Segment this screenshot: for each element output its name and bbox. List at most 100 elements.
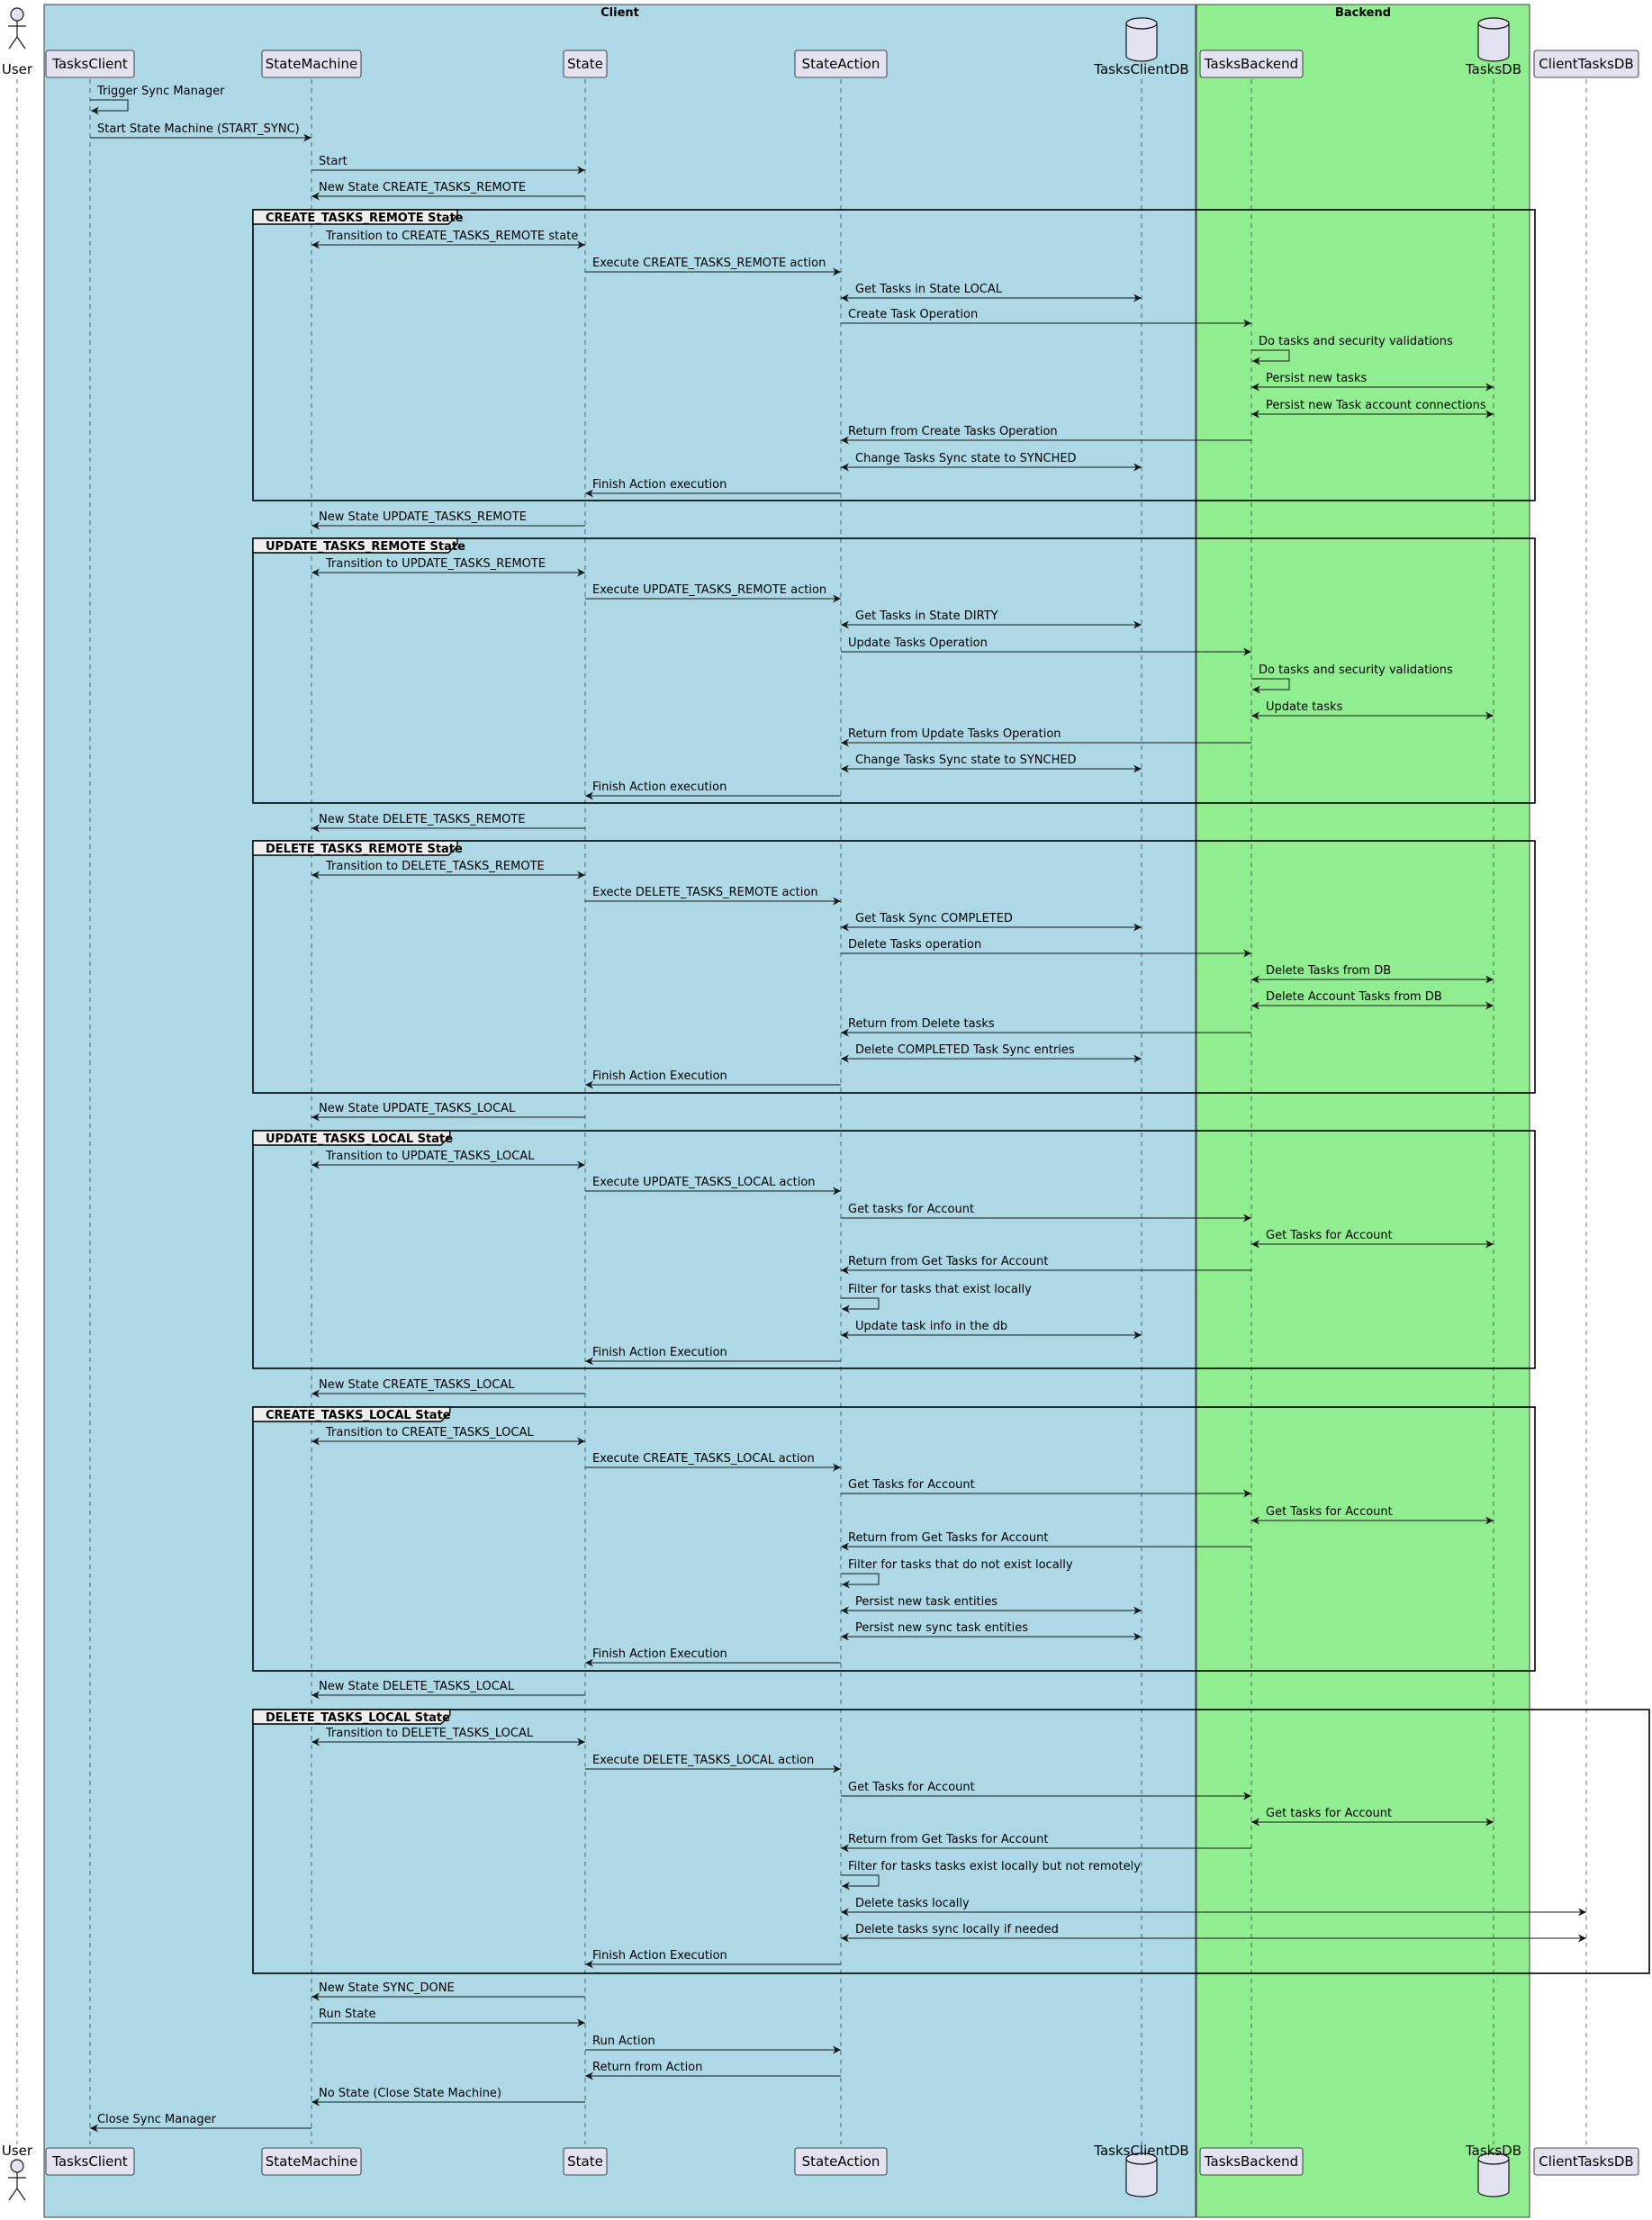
message: New State SYNC_DONE	[311, 1981, 585, 2001]
message: Update tasks	[1251, 700, 1494, 720]
group-tab	[252, 209, 458, 225]
participant-box-st	[563, 50, 608, 78]
message-label: Change Tasks Sync state to SYNCHED	[855, 452, 1077, 465]
message-label: Finish Action execution	[592, 781, 727, 794]
swimlane-box-client	[43, 4, 1196, 2218]
message: Transition to UPDATE_TASKS_LOCAL	[311, 1150, 585, 1169]
message-label: Finish Action Execution	[592, 1346, 727, 1359]
message: Execute DELETE_TASKS_LOCAL action	[585, 1754, 841, 1773]
message: Start State Machine (START_SYNC)	[90, 122, 311, 142]
group-border	[252, 537, 1536, 804]
participant-label-sm: StateMachine	[266, 56, 358, 72]
participant-label-ctdb: ClientTasksDB	[1539, 56, 1633, 72]
message-label: No State (Close State Machine)	[319, 2087, 501, 2100]
message: Execute UPDATE_TASKS_REMOTE action	[585, 583, 841, 603]
message-label: Transition to DELETE_TASKS_LOCAL	[325, 1727, 534, 1740]
message: Create Task Operation	[841, 308, 1251, 328]
participant-sa-top: StateAction	[794, 50, 888, 78]
participant-label-tc: TasksClient	[51, 2153, 128, 2170]
message: Transition to UPDATE_TASKS_REMOTE	[311, 557, 585, 577]
group-label: DELETE_TASKS_LOCAL State	[266, 1711, 450, 1725]
message-label: Delete Tasks operation	[848, 938, 981, 952]
message: Return from Get Tasks for Account	[841, 1833, 1251, 1853]
message-arrow	[841, 1297, 880, 1313]
message-label: Filter for tasks tasks exist locally but…	[848, 1860, 1141, 1873]
message: Change Tasks Sync state to SYNCHED	[841, 754, 1142, 773]
group-frame: UPDATE_TASKS_LOCAL State	[252, 1130, 1536, 1369]
participant-label-sa: StateAction	[802, 2153, 880, 2170]
message-label: Return from Action	[592, 2061, 702, 2074]
group-tab	[252, 1130, 451, 1146]
message-label: Get Tasks in State DIRTY	[855, 609, 998, 623]
participant-tb-bottom: TasksBackend	[1199, 2147, 1304, 2176]
participant-box-tb	[1199, 50, 1304, 78]
message: Update task info in the db	[841, 1320, 1142, 1340]
participant-label-sm: StateMachine	[266, 2153, 358, 2170]
participant-label-tb: TasksBackend	[1204, 56, 1298, 72]
group-border	[252, 209, 1536, 501]
database-icon	[1477, 17, 1510, 62]
database-icon	[1125, 17, 1158, 62]
message-label: Do tasks and security validations	[1259, 663, 1453, 677]
actor-leg-left-shape	[8, 2188, 18, 2201]
message-label: Persist new tasks	[1266, 372, 1367, 385]
database-icon	[1477, 2152, 1510, 2197]
participant-label-st: State	[567, 56, 603, 72]
message: Finish Action Execution	[585, 1647, 841, 1667]
message-label: Create Task Operation	[848, 308, 978, 321]
message: Trigger Sync Manager	[90, 85, 225, 115]
message: Return from Delete tasks	[841, 1017, 1251, 1037]
message: Delete Account Tasks from DB	[1251, 990, 1494, 1010]
group-frame: DELETE_TASKS_LOCAL State	[252, 1709, 1650, 1974]
message-label: Return from Get Tasks for Account	[848, 1833, 1048, 1846]
message: Delete tasks sync locally if needed	[841, 1923, 1586, 1943]
message: Execte DELETE_TASKS_REMOTE action	[585, 886, 841, 906]
group-border	[252, 1130, 1536, 1369]
message: Get Tasks for Account	[1251, 1505, 1494, 1525]
message: Return from Action	[585, 2061, 841, 2080]
message-label: New State SYNC_DONE	[319, 1981, 455, 1995]
participant-tcdb-bottom: TasksClientDB	[1093, 2143, 1189, 2197]
participant-label-sa: StateAction	[802, 56, 880, 72]
message: Persist new task entities	[841, 1595, 1142, 1615]
participant-label-tdb: TasksDB	[1465, 61, 1521, 77]
message-label: Execute UPDATE_TASKS_REMOTE action	[592, 583, 826, 597]
message-label: Transition to CREATE_TASKS_REMOTE state	[325, 230, 578, 243]
message: Run State	[311, 2008, 585, 2027]
message: Do tasks and security validations	[1251, 335, 1453, 365]
message: Finish Action Execution	[585, 1346, 841, 1366]
participant-sa-bottom: StateAction	[794, 2147, 888, 2176]
message-label: Delete Account Tasks from DB	[1266, 990, 1442, 1004]
message-label: New State CREATE_TASKS_REMOTE	[319, 181, 526, 194]
message-label: Finish Action Execution	[592, 1647, 727, 1661]
message: Get tasks for Account	[841, 1203, 1251, 1223]
database-rim-shape	[1477, 2158, 1510, 2165]
message-label: Delete COMPLETED Task Sync entries	[855, 1043, 1075, 1057]
message-label: Delete Tasks from DB	[1266, 964, 1391, 978]
actor-icon	[8, 7, 26, 50]
message-arrow	[1251, 349, 1290, 365]
message-label: Execute UPDATE_TASKS_LOCAL action	[592, 1176, 816, 1189]
message: Get Task Sync COMPLETED	[841, 912, 1142, 932]
participant-label-tdb: TasksDB	[1465, 2143, 1521, 2159]
message-label: Get Tasks for Account	[848, 1478, 975, 1492]
actor-icon	[8, 2159, 26, 2201]
actor-leg-right-shape	[16, 2188, 26, 2201]
message-label: Return from Create Tasks Operation	[848, 425, 1058, 438]
message-label: Execute CREATE_TASKS_REMOTE action	[592, 257, 826, 270]
message-label: Return from Get Tasks for Account	[848, 1255, 1048, 1268]
message: Transition to DELETE_TASKS_LOCAL	[311, 1727, 585, 1746]
message-label: Start State Machine (START_SYNC)	[97, 122, 300, 136]
group-label: UPDATE_TASKS_REMOTE State	[266, 540, 465, 554]
message-label: Update task info in the db	[855, 1320, 1007, 1333]
group-label: UPDATE_TASKS_LOCAL State	[266, 1133, 453, 1146]
participant-user-bottom: User	[2, 2143, 33, 2201]
group-label: CREATE_TASKS_LOCAL State	[266, 1409, 451, 1422]
participant-box-st	[563, 2147, 608, 2176]
message-label: Persist new task entities	[855, 1595, 998, 1609]
group-tab	[252, 1709, 451, 1725]
database-rim-shape	[1125, 23, 1158, 30]
message: Get tasks for Account	[1251, 1807, 1494, 1827]
participant-st-bottom: State	[563, 2147, 608, 2176]
